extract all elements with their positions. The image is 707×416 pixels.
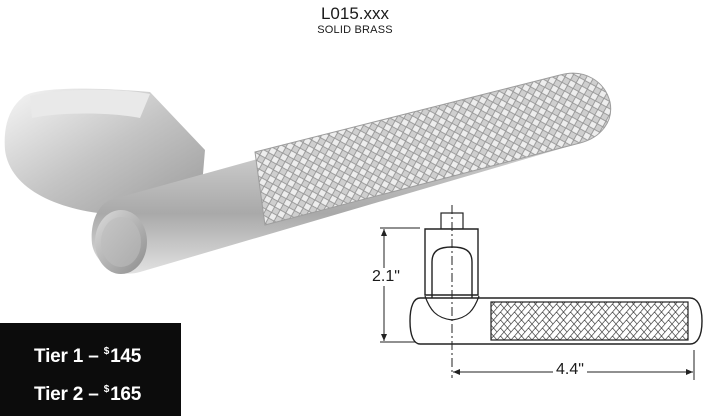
tier-amount: 145 (110, 346, 142, 367)
material-label: SOLID BRASS (317, 24, 393, 36)
tier-amount: 165 (110, 384, 142, 405)
tier-1-price: Tier 1 – $145 (34, 341, 141, 368)
height-dimension-label: 2.1ʺ (369, 268, 403, 286)
width-dimension-label: 4.4ʺ (553, 361, 587, 379)
model-number: L015.xxx (320, 4, 390, 23)
tier-label: Tier 1 – (34, 346, 104, 367)
currency-symbol: $ (103, 384, 110, 395)
tier-2-price: Tier 2 – $165 (34, 379, 141, 406)
currency-symbol: $ (103, 346, 110, 357)
product-heading: L015.xxx SOLID BRASS (300, 4, 410, 37)
tier-label: Tier 2 – (34, 384, 104, 405)
pricing-box: Tier 1 – $145 Tier 2 – $165 (0, 323, 181, 416)
